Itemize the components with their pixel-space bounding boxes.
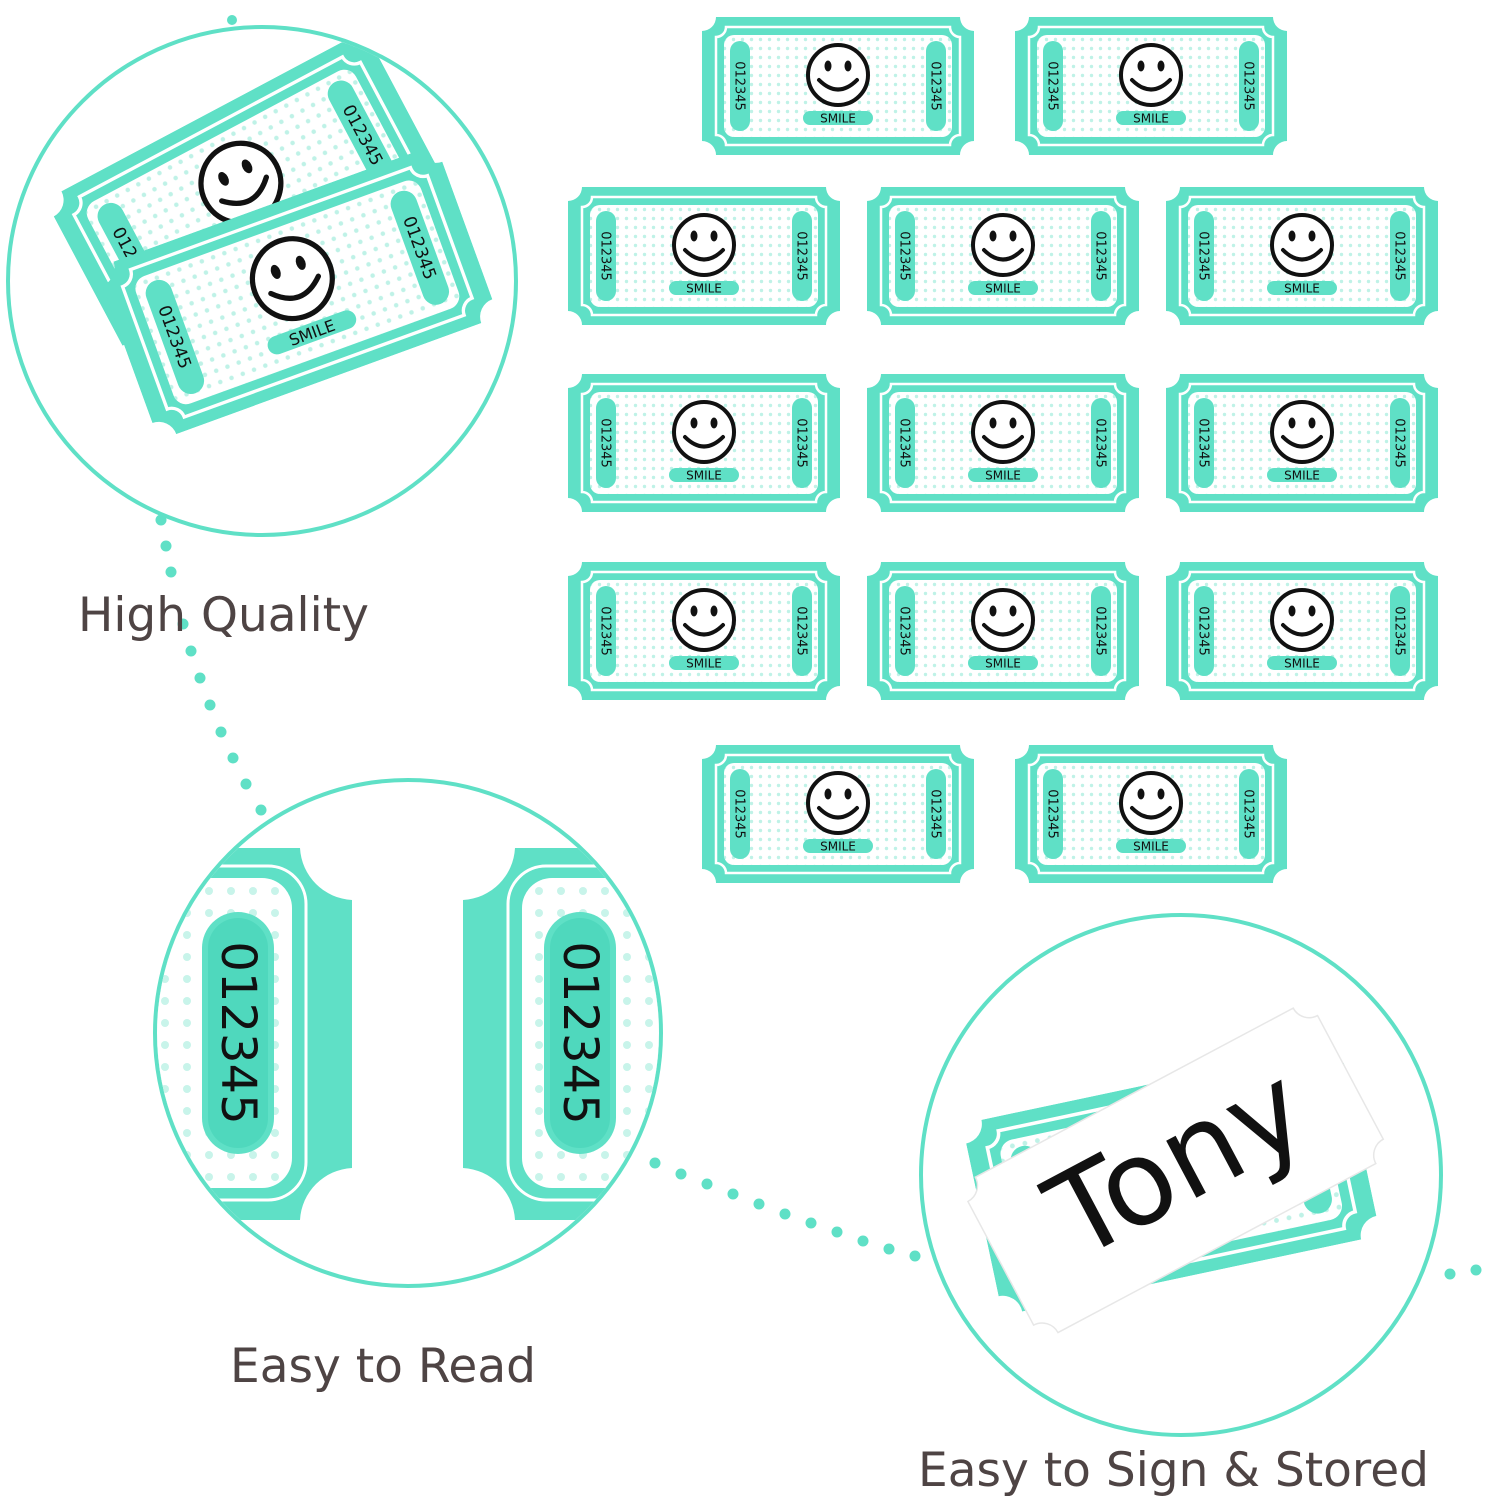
- ticket: [1166, 374, 1438, 512]
- sign-zoom-circle: Tony: [919, 913, 1443, 1437]
- ticket: [1015, 745, 1287, 883]
- ticket: [867, 562, 1139, 700]
- ticket: [702, 745, 974, 883]
- ticket: [1166, 562, 1438, 700]
- feature-caption-sign: Easy to Sign & Stored: [918, 1443, 1429, 1498]
- zoomed-serial-right: 012345: [552, 941, 608, 1124]
- ticket: [568, 187, 840, 325]
- ticket: [867, 374, 1139, 512]
- ticket: [867, 187, 1139, 325]
- read-zoom-circle: 012345 012345: [153, 778, 663, 1288]
- zoomed-serial-left: 012345: [210, 941, 266, 1124]
- ticket-grid: [568, 17, 1438, 883]
- ticket: [1015, 17, 1287, 155]
- quality-zoom-circle: [6, 25, 518, 537]
- ticket: [568, 562, 840, 700]
- feature-caption-read: Easy to Read: [230, 1339, 536, 1394]
- dotted-connectors: [155, 15, 1482, 1280]
- ticket: [1166, 187, 1438, 325]
- ticket: [702, 17, 974, 155]
- ticket: [568, 374, 840, 512]
- feature-caption-quality: High Quality: [78, 588, 369, 643]
